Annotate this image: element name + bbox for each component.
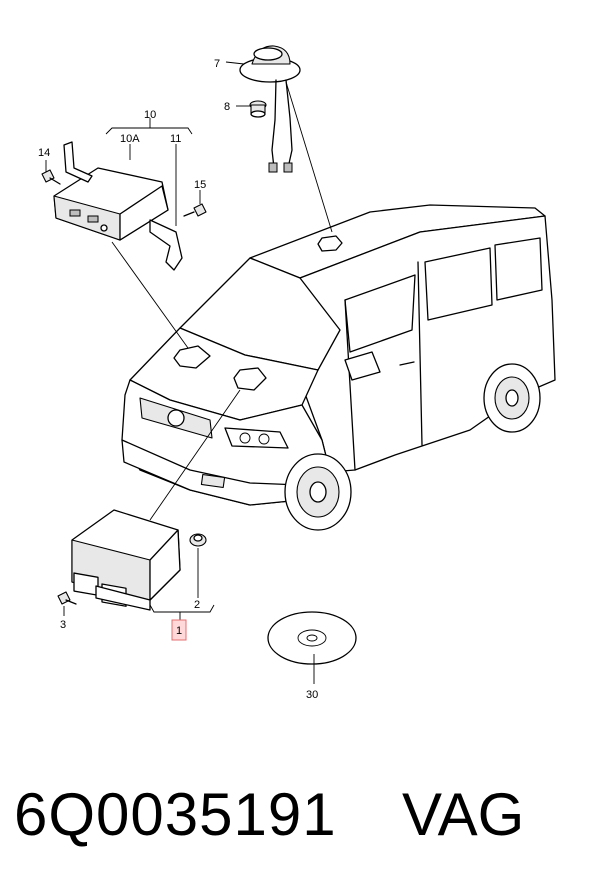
callout-1-highlight[interactable] bbox=[171, 619, 187, 641]
module-1 bbox=[57, 509, 207, 611]
callout-10a: 10A bbox=[120, 133, 140, 145]
callout-2: 2 bbox=[194, 599, 200, 611]
callout-1: 1 bbox=[176, 625, 182, 637]
callout-11: 11 bbox=[170, 133, 181, 145]
roof-antenna bbox=[239, 45, 301, 173]
callout-10: 10 bbox=[144, 109, 156, 121]
callout-8: 8 bbox=[224, 101, 230, 113]
callout-14: 14 bbox=[38, 147, 50, 159]
callout-7: 7 bbox=[214, 58, 220, 70]
cd-disc bbox=[267, 611, 357, 665]
brand-label: VAG bbox=[402, 781, 525, 848]
van-illustration bbox=[121, 204, 556, 531]
grommet bbox=[249, 100, 267, 118]
callout-30: 30 bbox=[306, 689, 318, 701]
part-number: 6Q0035191 bbox=[14, 781, 337, 848]
control-unit-10 bbox=[41, 141, 207, 271]
callout-3: 3 bbox=[60, 619, 66, 631]
callout-15: 15 bbox=[194, 179, 206, 191]
parts-diagram: 7 8 10 10A 11 14 15 2 3 30 1 bbox=[38, 45, 556, 701]
